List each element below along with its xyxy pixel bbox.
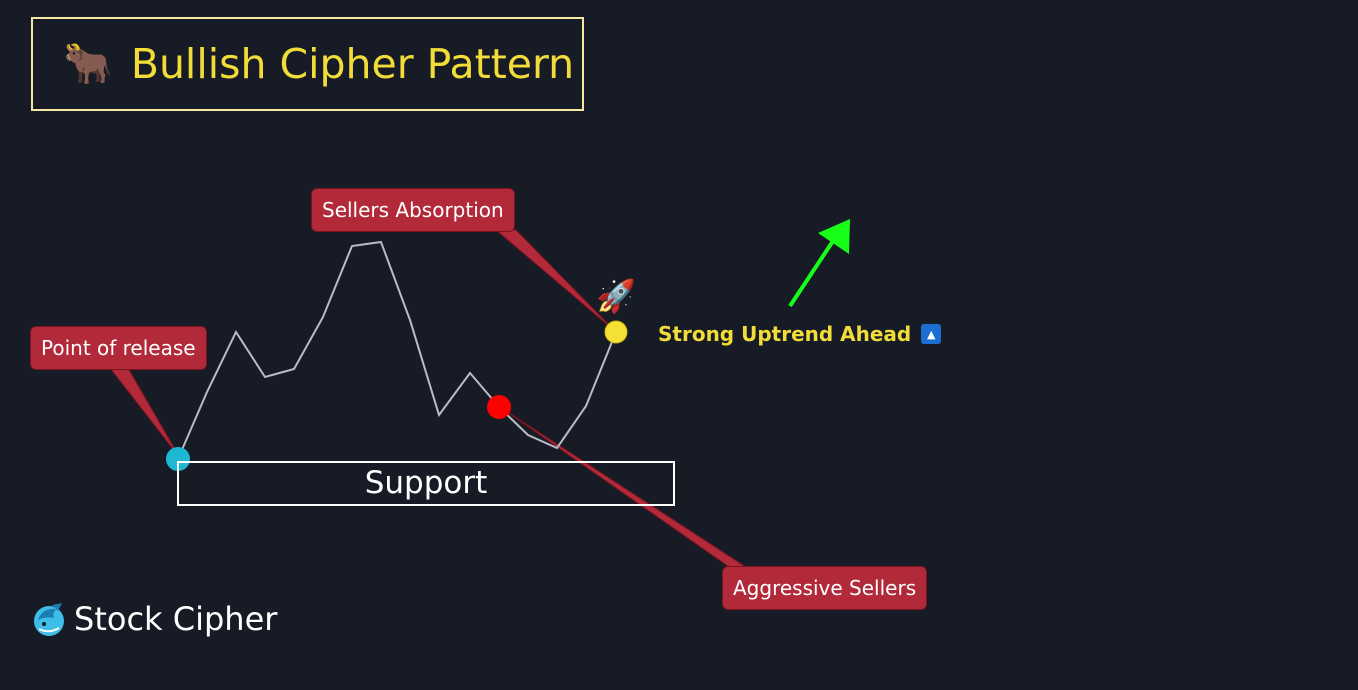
uptrend-annotation: Strong Uptrend Ahead ▲ — [658, 322, 942, 346]
uptrend-arrow-icon — [788, 219, 850, 308]
bull-icon: 🐂 — [63, 41, 113, 87]
page-title: Bullish Cipher Pattern — [130, 40, 575, 88]
up-triangle-icon: ▲ — [921, 324, 942, 344]
aggressive-sellers-point — [487, 395, 511, 419]
callout-point-of-release: Point of release — [30, 326, 207, 370]
price-line — [177, 240, 617, 460]
absorption-point — [604, 320, 628, 344]
brand: Stock Cipher — [30, 600, 277, 638]
uptrend-text: Strong Uptrend Ahead — [658, 322, 912, 346]
support-label: Support — [177, 461, 675, 506]
callout-sellers-absorption: Sellers Absorption — [311, 188, 515, 232]
dolphin-logo-icon — [34, 603, 64, 636]
title-box: 🐂 Bullish Cipher Pattern — [31, 17, 584, 111]
callout-aggressive-sellers: Aggressive Sellers — [722, 566, 928, 610]
brand-name: Stock Cipher — [74, 600, 278, 638]
release-pointer — [108, 367, 181, 459]
rocket-icon: 🚀 — [596, 277, 636, 315]
release-point — [166, 447, 190, 471]
